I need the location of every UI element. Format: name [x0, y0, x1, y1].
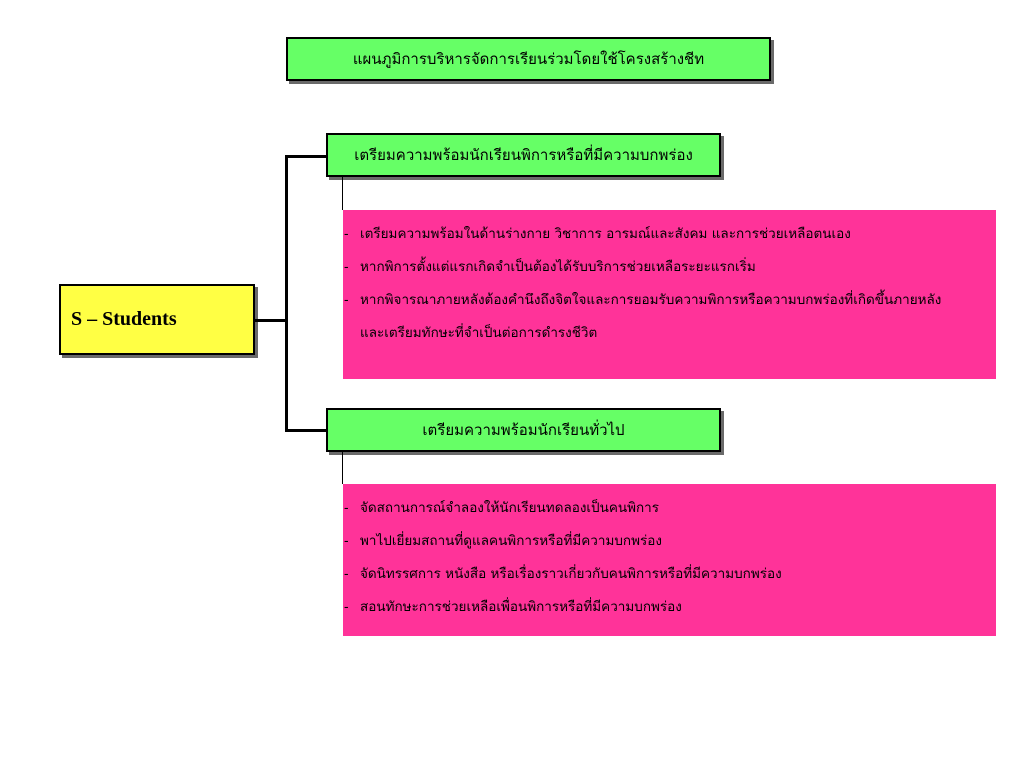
- branch-node-2: เตรียมความพร้อมนักเรียนทั่วไป: [326, 408, 721, 452]
- list-item: -หากพิจารณาภายหลังต้องคำนึงถึงจิตใจและกา…: [344, 292, 942, 308]
- list-item: -เตรียมความพร้อมในด้านร่างกาย วิชาการ อา…: [344, 226, 851, 242]
- list-item: -หากพิการตั้งแต่แรกเกิดจำเป็นต้องได้รับบ…: [344, 259, 756, 275]
- branch-node-1-label: เตรียมความพร้อมนักเรียนพิการหรือที่มีควา…: [354, 146, 693, 164]
- branch-1-detail-list: -เตรียมความพร้อมในด้านร่างกาย วิชาการ อา…: [343, 218, 996, 350]
- branch-1-detail-connector: [342, 177, 343, 210]
- list-item: -พาไปเยี่ยมสถานที่ดูแลคนพิการหรือที่มีคว…: [344, 533, 662, 549]
- root-node-label: S – Students: [71, 308, 177, 330]
- connector-trunk: [285, 155, 288, 431]
- branch-2-detail-connector: [342, 452, 343, 484]
- branch-2-detail-list: -จัดสถานการณ์จำลองให้นักเรียนทดลองเป็นคน…: [343, 492, 996, 624]
- list-item: -จัดนิทรรศการ หนังสือ หรือเรื่องราวเกี่ย…: [344, 566, 782, 582]
- diagram-title-text: แผนภูมิการบริหารจัดการเรียนร่วมโดยใช้โคร…: [352, 50, 705, 68]
- root-node: S – Students: [59, 284, 255, 355]
- list-item: และเตรียมทักษะที่จำเป็นต่อการดำรงชีวิต: [360, 325, 598, 341]
- branch-node-2-label: เตรียมความพร้อมนักเรียนทั่วไป: [422, 421, 625, 439]
- list-item: -สอนทักษะการช่วยเหลือเพื่อนพิการหรือที่ม…: [344, 599, 682, 615]
- connector-root-stub: [255, 319, 287, 322]
- branch-1-detail-panel: -เตรียมความพร้อมในด้านร่างกาย วิชาการ อา…: [343, 210, 996, 379]
- branch-node-1: เตรียมความพร้อมนักเรียนพิการหรือที่มีควา…: [326, 133, 721, 177]
- diagram-title: แผนภูมิการบริหารจัดการเรียนร่วมโดยใช้โคร…: [286, 37, 771, 81]
- branch-2-detail-panel: -จัดสถานการณ์จำลองให้นักเรียนทดลองเป็นคน…: [343, 484, 996, 636]
- connector-branch-1: [285, 155, 327, 158]
- list-item: -จัดสถานการณ์จำลองให้นักเรียนทดลองเป็นคน…: [344, 500, 660, 516]
- connector-branch-2: [285, 429, 327, 432]
